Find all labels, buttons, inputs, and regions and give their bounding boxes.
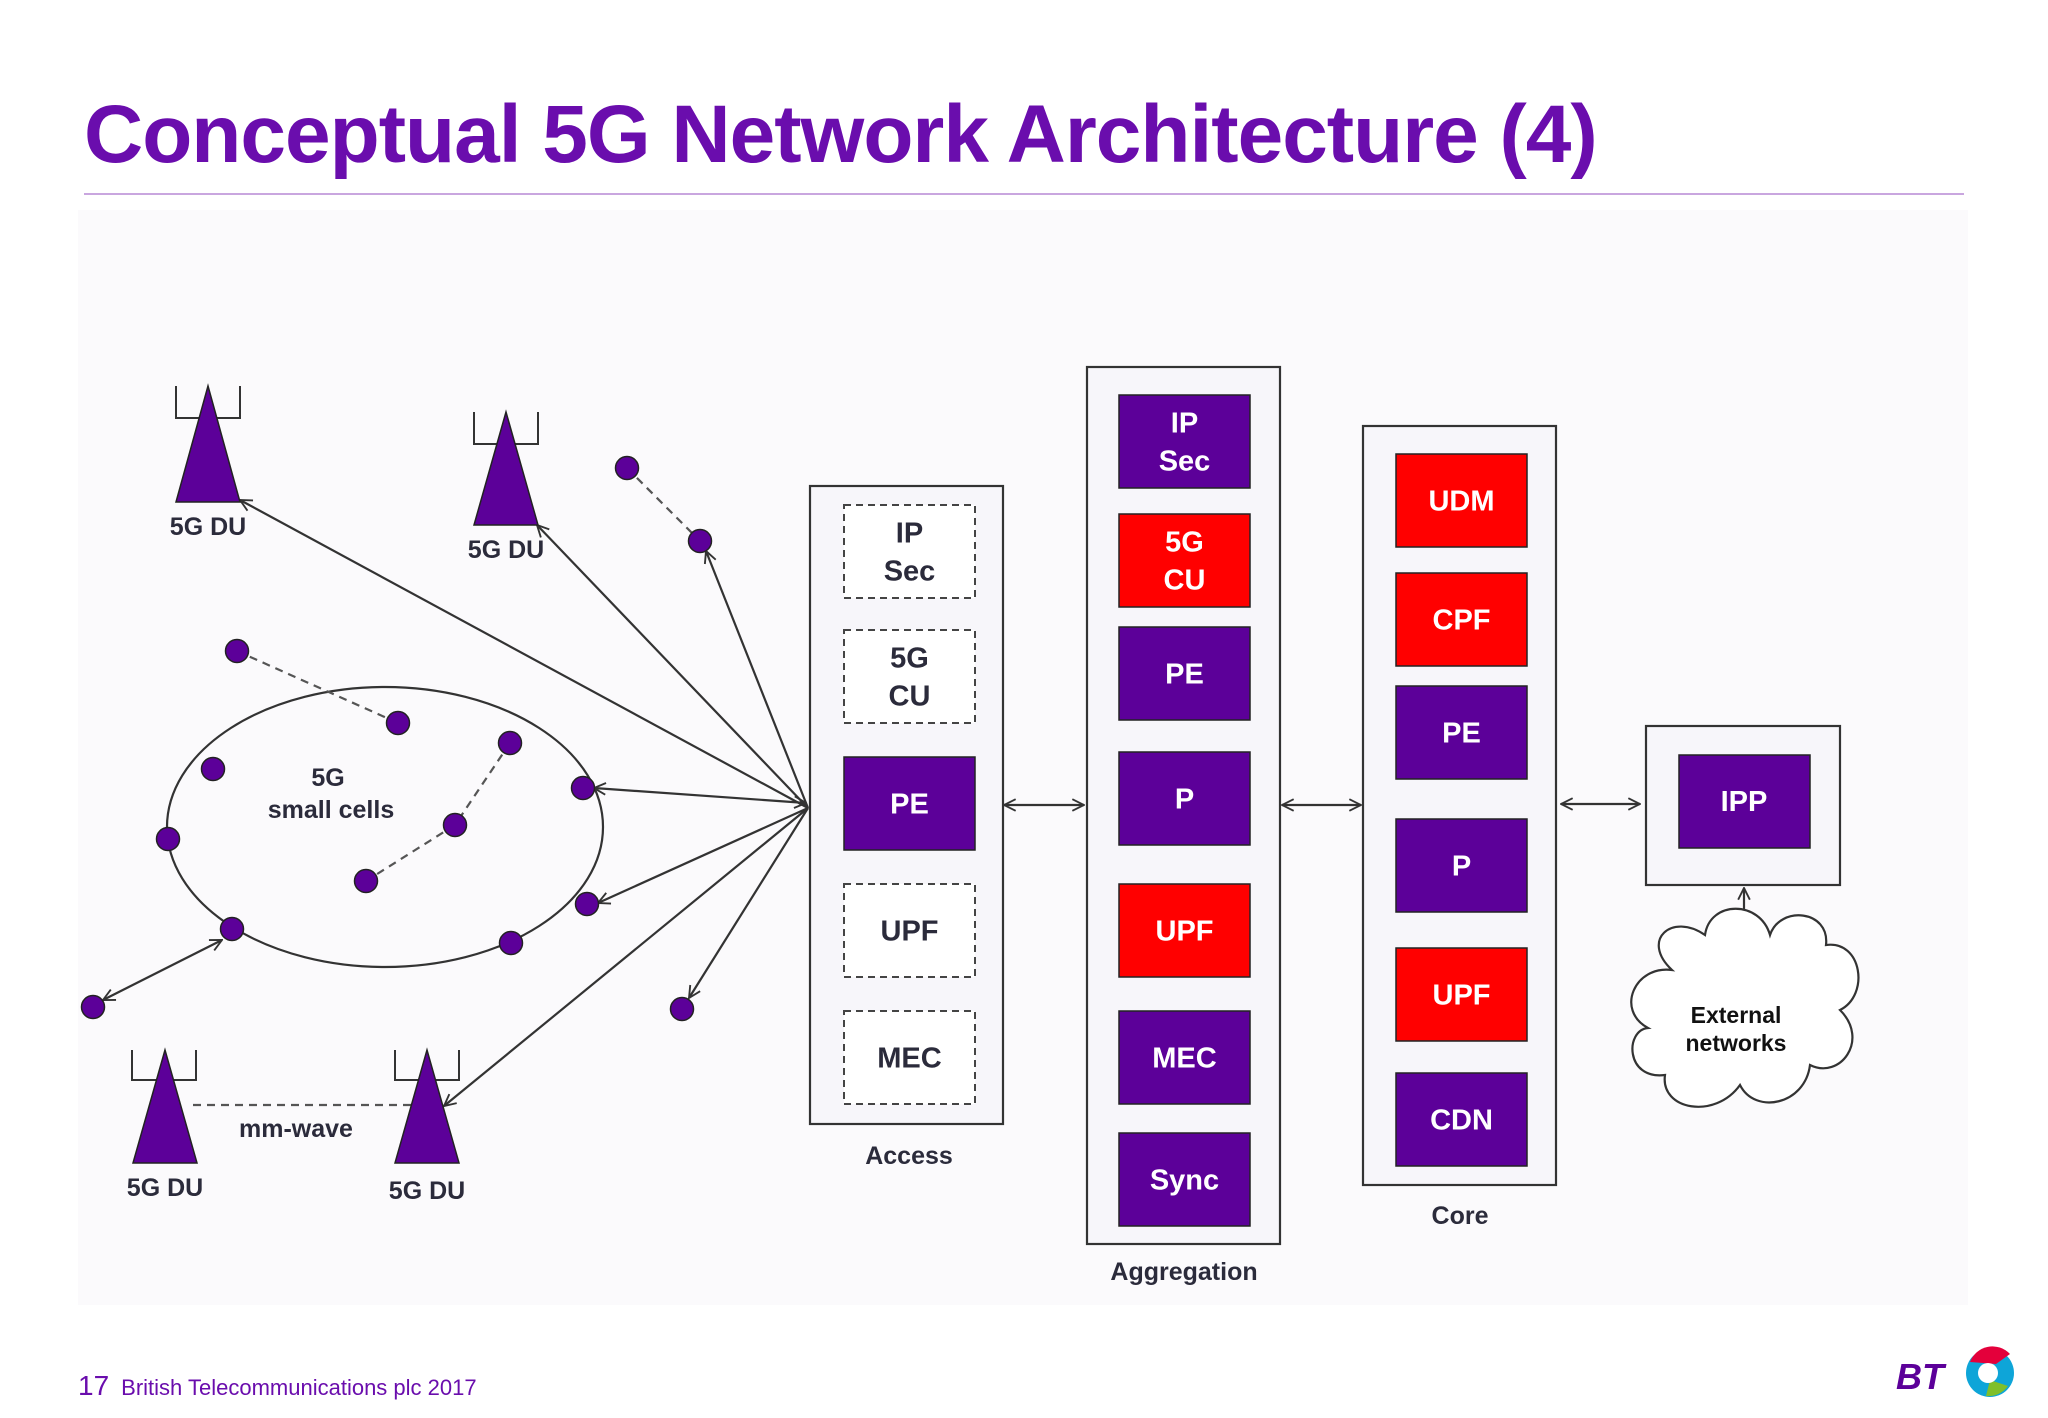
core-box-label: P xyxy=(1452,851,1471,883)
core-box-label: PE xyxy=(1442,718,1481,750)
cell-nodes xyxy=(80,455,713,1022)
cell-dot xyxy=(574,891,600,917)
cell-dot xyxy=(442,812,468,838)
antenna-icon xyxy=(394,1047,460,1164)
core-items: UDM CPF PE P UPF CDN xyxy=(1395,453,1528,1167)
cell-dot xyxy=(570,775,596,801)
access-box-label: CU xyxy=(889,681,931,713)
antenna-icon xyxy=(131,1047,198,1164)
access-items: IP Sec 5G CU PE UPF MEC xyxy=(843,504,976,1105)
cell-dot xyxy=(219,916,245,942)
title-divider xyxy=(84,193,1964,195)
du-label: 5G DU xyxy=(170,513,246,541)
cell-dot xyxy=(669,996,695,1022)
aggregation-box-label: IP xyxy=(1171,408,1198,440)
du-label: 5G DU xyxy=(468,536,544,564)
aggregation-items: IP Sec 5G CU PE P UPF MEC Sync xyxy=(1118,394,1251,1227)
aggregation-sync-box xyxy=(1118,1132,1251,1227)
access-mec-box xyxy=(843,1010,976,1105)
aggregation-pe-box xyxy=(1118,626,1251,721)
access-box-label: UPF xyxy=(881,916,939,948)
cell-dot xyxy=(498,930,524,956)
access-pe-box xyxy=(843,756,976,851)
small-cells-label: small cells xyxy=(268,796,394,824)
small-cells-label: 5G xyxy=(311,764,344,792)
core-upf-box xyxy=(1395,947,1528,1042)
aggregation-upf-box xyxy=(1118,883,1251,978)
aggregation-box-label: Sync xyxy=(1150,1165,1219,1197)
aggregation-box-label: P xyxy=(1175,784,1194,816)
core-box-label: CPF xyxy=(1433,605,1491,637)
aggregation-box-label: MEC xyxy=(1152,1043,1217,1075)
footer: 17 British Telecommunications plc 2017 xyxy=(78,1370,477,1402)
ipp-box xyxy=(1678,754,1811,849)
access-box-label: Sec xyxy=(884,556,936,588)
cloud-icon xyxy=(1630,907,1860,1108)
bt-logo: BT xyxy=(1896,1346,2014,1397)
access-5g-cu-box xyxy=(843,629,976,724)
cell-dot xyxy=(80,994,106,1020)
core-box-label: UPF xyxy=(1433,980,1491,1012)
antenna-icon xyxy=(473,409,539,526)
du-label: 5G DU xyxy=(389,1177,465,1205)
aggregation-box-label: UPF xyxy=(1156,916,1214,948)
core-panel xyxy=(1361,424,1558,1187)
ipp-label: IPP xyxy=(1721,786,1768,818)
cell-dot xyxy=(614,455,640,481)
access-box-label: PE xyxy=(890,789,929,821)
cell-dot xyxy=(385,710,411,736)
aggregation-mec-box xyxy=(1118,1010,1251,1105)
core-pe-box xyxy=(1395,685,1528,780)
aggregation-5g-cu-box xyxy=(1118,513,1251,608)
core-cpf-box xyxy=(1395,572,1528,667)
access-box-label: IP xyxy=(896,518,923,550)
core-label: Core xyxy=(1432,1202,1489,1230)
core-cdn-box xyxy=(1395,1072,1528,1167)
access-box-label: MEC xyxy=(877,1043,942,1075)
core-udm-box xyxy=(1395,453,1528,548)
dashed-links xyxy=(193,467,701,1107)
core-box-label: CDN xyxy=(1430,1105,1493,1137)
external-networks-label: External xyxy=(1691,1002,1782,1028)
access-ip-sec-box xyxy=(843,504,976,599)
access-label: Access xyxy=(865,1142,953,1170)
access-upf-box xyxy=(843,883,976,978)
page-title: Conceptual 5G Network Architecture (4) xyxy=(84,89,1598,180)
aggregation-box-label: Sec xyxy=(1159,446,1211,478)
page-number: 17 xyxy=(78,1370,110,1401)
cell-dot xyxy=(353,868,379,894)
core-p-box xyxy=(1395,818,1528,913)
aggregation-box-label: PE xyxy=(1165,659,1204,691)
cell-dot xyxy=(497,730,523,756)
cell-dot xyxy=(155,826,181,852)
core-box-label: UDM xyxy=(1428,486,1494,518)
mmwave-label: mm-wave xyxy=(239,1115,353,1143)
aggregation-box-label: CU xyxy=(1164,565,1206,597)
aggregation-ip-sec-box xyxy=(1118,394,1251,489)
aggregation-box-label: 5G xyxy=(1165,527,1204,559)
external-networks-label: networks xyxy=(1686,1030,1787,1056)
aggregation-label: Aggregation xyxy=(1110,1258,1257,1286)
footer-copyright: British Telecommunications plc 2017 xyxy=(121,1375,477,1400)
du-label: 5G DU xyxy=(127,1174,203,1202)
cell-dot xyxy=(687,528,713,554)
bt-logo-text: BT xyxy=(1896,1356,1947,1397)
aggregation-p-box xyxy=(1118,751,1251,846)
cell-dot xyxy=(224,638,250,664)
cell-dot xyxy=(200,756,226,782)
access-box-label: 5G xyxy=(890,643,929,675)
antenna-icon xyxy=(175,383,241,503)
